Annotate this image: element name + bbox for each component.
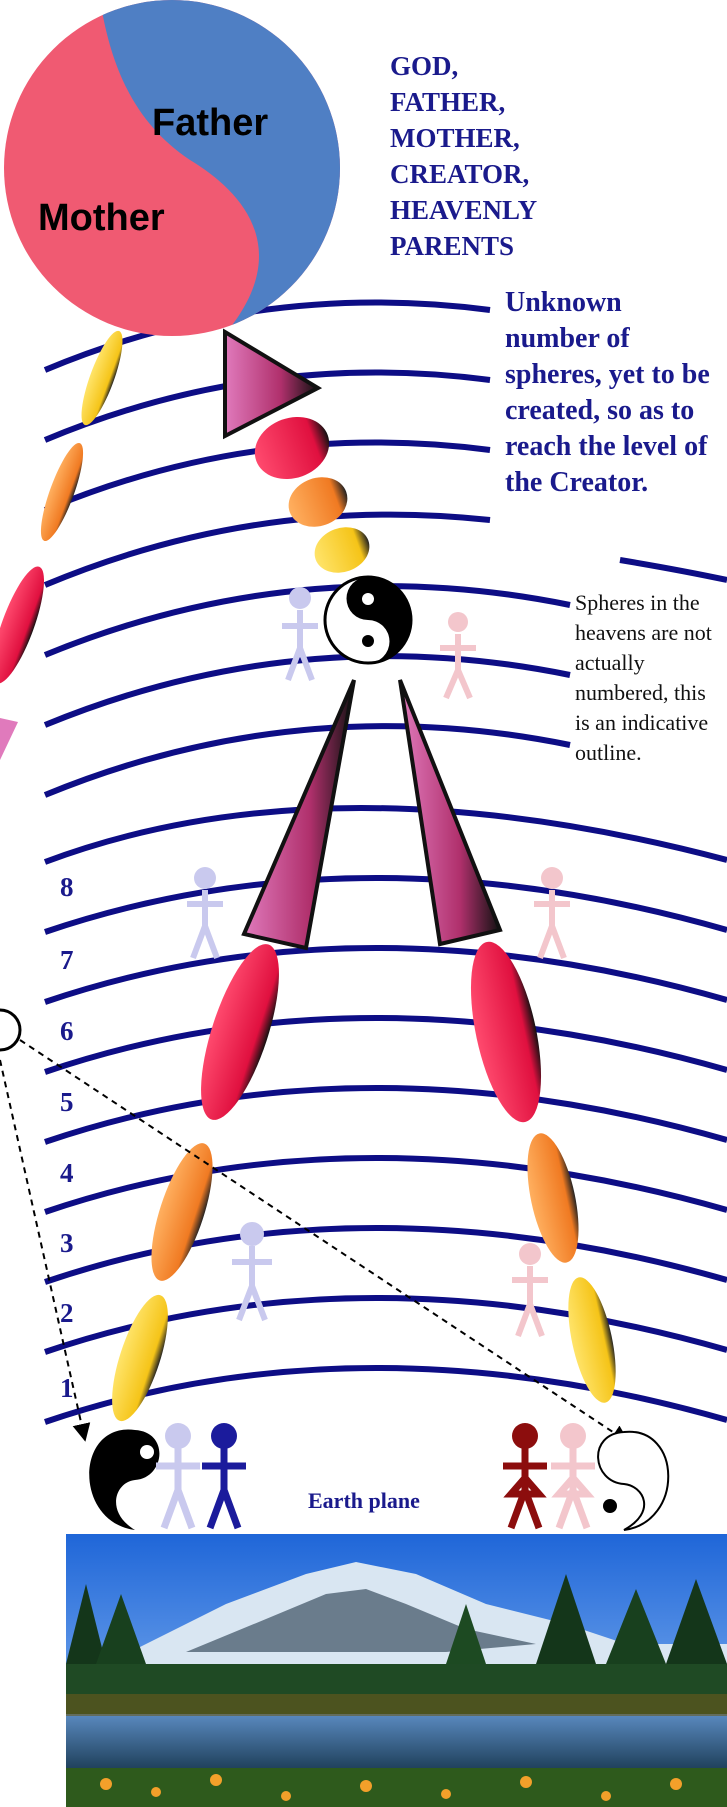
- ellipse-red: [0, 561, 54, 688]
- sphere-number: 7: [60, 945, 90, 976]
- sphere-arc: [45, 515, 490, 585]
- ellipse-orange: [282, 469, 355, 535]
- left-upper-chain: [0, 327, 130, 760]
- sphere-arc: [620, 560, 727, 580]
- header-line: HEAVENLY: [390, 192, 610, 228]
- stick-figure-icon: [156, 1423, 200, 1528]
- ellipse-yellow: [308, 520, 376, 580]
- header-line: MOTHER,: [390, 120, 610, 156]
- sphere-number: 8: [60, 872, 90, 903]
- ellipse-yellow: [101, 1289, 180, 1427]
- earth-plane-label: Earth plane: [308, 1488, 420, 1514]
- header-line: PARENTS: [390, 228, 610, 264]
- father-label: Father: [152, 102, 268, 144]
- triangle-fragment: [0, 718, 18, 760]
- sphere-arc: [45, 1018, 727, 1072]
- sphere-arc: [45, 1088, 727, 1142]
- stick-figure-icon: [282, 587, 318, 680]
- yin-yang-white-icon: [598, 1432, 668, 1530]
- lower-left-chain: [101, 936, 295, 1427]
- partial-circle: [0, 1010, 20, 1050]
- sphere-number: 3: [60, 1228, 90, 1259]
- upper-right-chain: [225, 332, 376, 580]
- stick-figure-icon: [512, 1243, 548, 1336]
- stick-figure-icon: [503, 1423, 547, 1528]
- stick-figure-icon: [551, 1423, 595, 1528]
- header-line: CREATOR,: [390, 156, 610, 192]
- stick-figure-icon: [440, 612, 476, 698]
- sphere-arc: [45, 1158, 727, 1212]
- header-title-block: GOD, FATHER, MOTHER, CREATOR, HEAVENLY P…: [390, 48, 610, 264]
- stick-figure-icon: [187, 867, 223, 958]
- stick-figure-icon: [202, 1423, 246, 1528]
- sphere-arc: [45, 1228, 727, 1282]
- indicative-outline-note: Spheres in the heavens are not actually …: [575, 588, 715, 768]
- sphere-number: 2: [60, 1298, 90, 1329]
- landscape-photo: [66, 1534, 727, 1807]
- yin-yang-black-icon: [89, 1430, 159, 1530]
- ellipse-orange: [139, 1137, 225, 1288]
- mother-label: Mother: [38, 197, 165, 239]
- yin-yang-icon: [325, 577, 411, 663]
- sphere-arc: [45, 808, 727, 862]
- stick-figure-icon: [534, 867, 570, 958]
- sphere-number: 4: [60, 1158, 90, 1189]
- header-line: GOD,: [390, 48, 610, 84]
- sphere-number: 1: [60, 1373, 90, 1404]
- ellipse-orange: [33, 439, 91, 545]
- sphere-number: 5: [60, 1087, 90, 1118]
- sphere-arc: [45, 878, 727, 932]
- header-line: FATHER,: [390, 84, 610, 120]
- heavenly-parents-circle: Father Mother: [4, 0, 400, 340]
- sphere-arc: [45, 948, 727, 1002]
- unknown-spheres-note: Unknown number of spheres, yet to be cre…: [505, 285, 720, 501]
- sphere-number: 6: [60, 1016, 90, 1047]
